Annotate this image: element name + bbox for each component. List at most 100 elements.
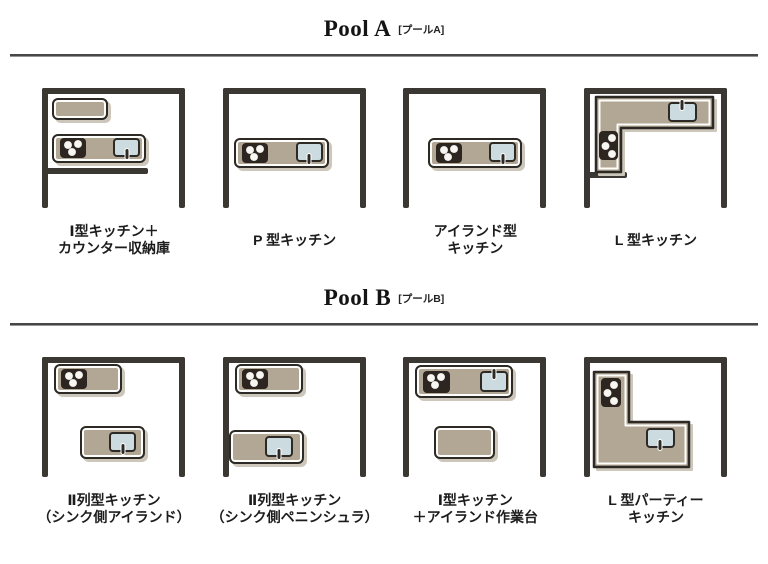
wall-right xyxy=(359,88,366,208)
sink-icon xyxy=(109,432,136,455)
pool-b-row: Ⅱ列型キッチン （シンク側アイランド） Ⅱ列型キッチン xyxy=(37,357,727,528)
floorplan-l-type xyxy=(583,88,727,208)
kitchen-item: アイランド型 キッチン xyxy=(403,88,547,259)
sink-icon xyxy=(667,99,697,122)
kitchen-counter xyxy=(233,138,329,168)
kitchen-item: Ⅱ列型キッチン （シンク側ペニンシュラ） xyxy=(211,357,379,528)
wall-right xyxy=(359,357,366,477)
island-counter xyxy=(428,138,523,168)
wall-left xyxy=(222,357,229,477)
section-header-pool-b: Pool B [プールB] xyxy=(0,283,768,313)
wall-top xyxy=(583,357,727,363)
sink-icon xyxy=(264,436,293,460)
section-title: Pool B xyxy=(323,285,392,310)
section-title: Pool A xyxy=(323,16,392,41)
kitchen-item: L 型パーティー キッチン xyxy=(583,357,727,528)
stove-counter xyxy=(234,364,303,394)
label-line: キッチン xyxy=(627,509,684,525)
wall-right xyxy=(179,88,185,208)
kitchen-type-label: アイランド型 キッチン xyxy=(380,221,570,259)
kitchen-type-label: L 型キッチン xyxy=(561,221,751,259)
label-line: Ⅰ型キッチン＋ xyxy=(69,223,159,239)
kitchen-type-label: L 型パーティー キッチン xyxy=(561,490,751,528)
wall-right xyxy=(720,88,727,208)
label-line: P 型キッチン xyxy=(253,231,337,248)
faucet-icon xyxy=(120,443,125,455)
label-line: ＋アイランド作業台 xyxy=(412,509,538,525)
worktable-counter xyxy=(434,426,496,459)
wall-right xyxy=(540,88,547,208)
kitchen-type-label: Ⅱ列型キッチン （シンク側ペニンシュラ） xyxy=(200,490,390,528)
section-divider xyxy=(10,323,758,326)
stove-icon xyxy=(61,369,87,389)
section-header-pool-a: Pool A [プールA] xyxy=(0,14,768,44)
stove-icon xyxy=(423,371,451,393)
floorplan-i-type-with-island-worktable xyxy=(403,357,547,477)
wall-left xyxy=(583,357,590,477)
sink-icon xyxy=(295,142,323,165)
floorplan-island-type xyxy=(403,88,547,208)
faucet-icon xyxy=(124,148,129,160)
wall-top xyxy=(222,88,366,94)
label-line: アイランド型 xyxy=(433,223,517,239)
pool-a-row: Ⅰ型キッチン＋ カウンター収納庫 P 型キッチン xyxy=(42,88,727,259)
sink-icon xyxy=(489,142,517,165)
stove-icon xyxy=(436,143,463,163)
sink-peninsula-counter xyxy=(228,430,304,464)
label-line: カウンター収納庫 xyxy=(58,240,170,256)
floorplan-ii-row-sink-island xyxy=(42,357,185,477)
faucet-icon xyxy=(500,153,506,165)
sink-icon xyxy=(480,368,509,392)
kitchen-item: Ⅱ列型キッチン （シンク側アイランド） xyxy=(37,357,191,528)
kitchen-counter xyxy=(415,365,514,398)
faucet-icon xyxy=(679,99,685,111)
section-subtitle: [プールB] xyxy=(398,293,445,305)
stove-icon xyxy=(598,131,618,160)
wall-right xyxy=(720,357,727,477)
label-line: （シンク側ペニンシュラ） xyxy=(210,509,379,525)
wall-left xyxy=(583,88,590,208)
faucet-icon xyxy=(657,439,663,451)
label-line: Ⅱ列型キッチン xyxy=(67,492,161,508)
label-line: （シンク側アイランド） xyxy=(37,509,191,525)
label-line: Ⅱ列型キッチン xyxy=(248,492,342,508)
wall-top xyxy=(42,88,185,94)
wall-top xyxy=(403,357,547,363)
stove-counter xyxy=(54,364,122,394)
wall-partial xyxy=(42,168,148,174)
wall-right xyxy=(179,357,185,477)
label-line: L 型キッチン xyxy=(614,231,698,248)
floorplan-ii-row-sink-peninsula xyxy=(222,357,366,477)
storage-counter xyxy=(52,98,108,120)
kitchen-item: L 型キッチン xyxy=(583,88,727,259)
section-divider xyxy=(10,54,758,57)
wall-top xyxy=(42,357,185,363)
floorplan-l-type-party xyxy=(583,357,727,477)
wall-left xyxy=(42,88,48,208)
wall-left xyxy=(403,357,410,477)
faucet-icon xyxy=(306,153,312,165)
label-line: L 型パーティー xyxy=(608,492,704,508)
wall-right xyxy=(540,357,547,477)
wall-left xyxy=(403,88,410,208)
stove-icon xyxy=(60,138,86,158)
floorplan-i-type-with-counter-storage xyxy=(42,88,185,208)
kitchen-type-label: Ⅱ列型キッチン （シンク側アイランド） xyxy=(19,490,209,528)
wall-top xyxy=(222,357,366,363)
label-line: Ⅰ型キッチン xyxy=(437,492,513,508)
kitchen-item: Ⅰ型キッチン ＋アイランド作業台 xyxy=(403,357,547,528)
wall-left xyxy=(42,357,48,477)
floorplan-p-type xyxy=(222,88,366,208)
stove-icon xyxy=(241,143,268,163)
l-counter xyxy=(592,370,693,471)
sink-icon xyxy=(113,138,140,160)
stove-icon xyxy=(241,369,268,389)
sink-island-counter xyxy=(80,426,145,459)
label-line: キッチン xyxy=(447,240,504,256)
kitchen-type-label: P 型キッチン xyxy=(200,221,390,259)
section-subtitle: [プールA] xyxy=(398,24,445,36)
kitchen-item: Ⅰ型キッチン＋ カウンター収納庫 xyxy=(42,88,185,259)
kitchen-type-label: Ⅰ型キッチン ＋アイランド作業台 xyxy=(380,490,570,528)
faucet-icon xyxy=(491,368,497,380)
